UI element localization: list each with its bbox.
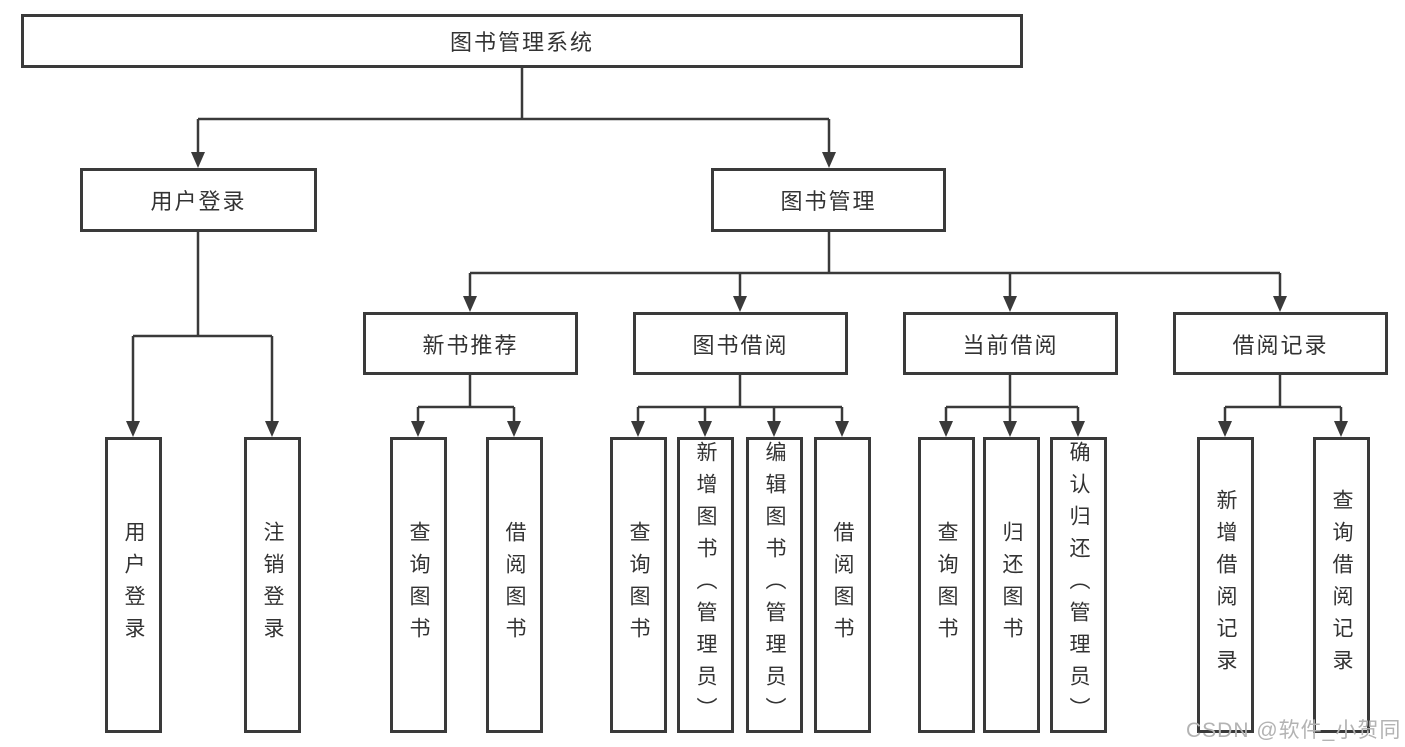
arrow-down-icon [191,152,205,168]
arrow-down-icon [1334,421,1348,437]
arrow-down-icon [411,421,425,437]
connector-bookborrow-to-leaves [636,375,844,422]
node-book-management: 图书管理 [711,168,946,232]
leaf-newbook-query-books: 查询图书 [390,437,447,733]
leaf-current-query-books: 查询图书 [918,437,975,733]
connector-root-to-level2 [196,68,831,153]
arrow-down-icon [939,421,953,437]
connector-bookmgmt-to-level3 [468,232,1282,297]
leaf-user-login: 用户登录 [105,437,162,733]
csdn-watermark: CSDN @软件_小贺同学 [1186,719,1402,742]
leaf-current-return-books: 归还图书 [983,437,1040,733]
leaf-borrow-borrow-books: 借阅图书 [814,437,871,733]
arrow-down-icon [1218,421,1232,437]
arrow-down-icon [698,421,712,437]
connector-borrowrecords-to-leaves [1223,375,1343,422]
arrow-down-icon [733,296,747,312]
node-book-borrow: 图书借阅 [633,312,848,375]
arrow-down-icon [463,296,477,312]
node-new-book-recommend: 新书推荐 [363,312,578,375]
node-current-borrow: 当前借阅 [903,312,1118,375]
leaf-borrow-query-books: 查询图书 [610,437,667,733]
connector-currentborrow-to-leaves [944,375,1080,422]
arrow-down-icon [1003,296,1017,312]
node-user-login: 用户登录 [80,168,317,232]
leaf-logout: 注销登录 [244,437,301,733]
arrow-down-icon [1273,296,1287,312]
arrow-down-icon [822,152,836,168]
node-library-management-system: 图书管理系统 [21,14,1023,68]
arrow-down-icon [631,421,645,437]
leaf-borrow-edit-books-admin: 编辑图书（管理员） [746,437,803,733]
leaf-newbook-borrow-books: 借阅图书 [486,437,543,733]
arrow-down-icon [126,421,140,437]
node-borrow-records: 借阅记录 [1173,312,1388,375]
arrow-down-icon [1003,421,1017,437]
leaf-records-add-record: 新增借阅记录 [1197,437,1254,733]
leaf-borrow-add-books-admin: 新增图书（管理员） [677,437,734,733]
leaf-current-confirm-return-admin: 确认归还（管理员） [1050,437,1107,733]
leaf-records-query-record: 查询借阅记录 [1313,437,1370,733]
connector-newbook-to-leaves [416,375,516,422]
connector-userlogin-to-leaves [131,232,274,422]
arrow-down-icon [265,421,279,437]
arrow-down-icon [507,421,521,437]
arrow-down-icon [835,421,849,437]
arrow-down-icon [767,421,781,437]
arrow-down-icon [1071,421,1085,437]
